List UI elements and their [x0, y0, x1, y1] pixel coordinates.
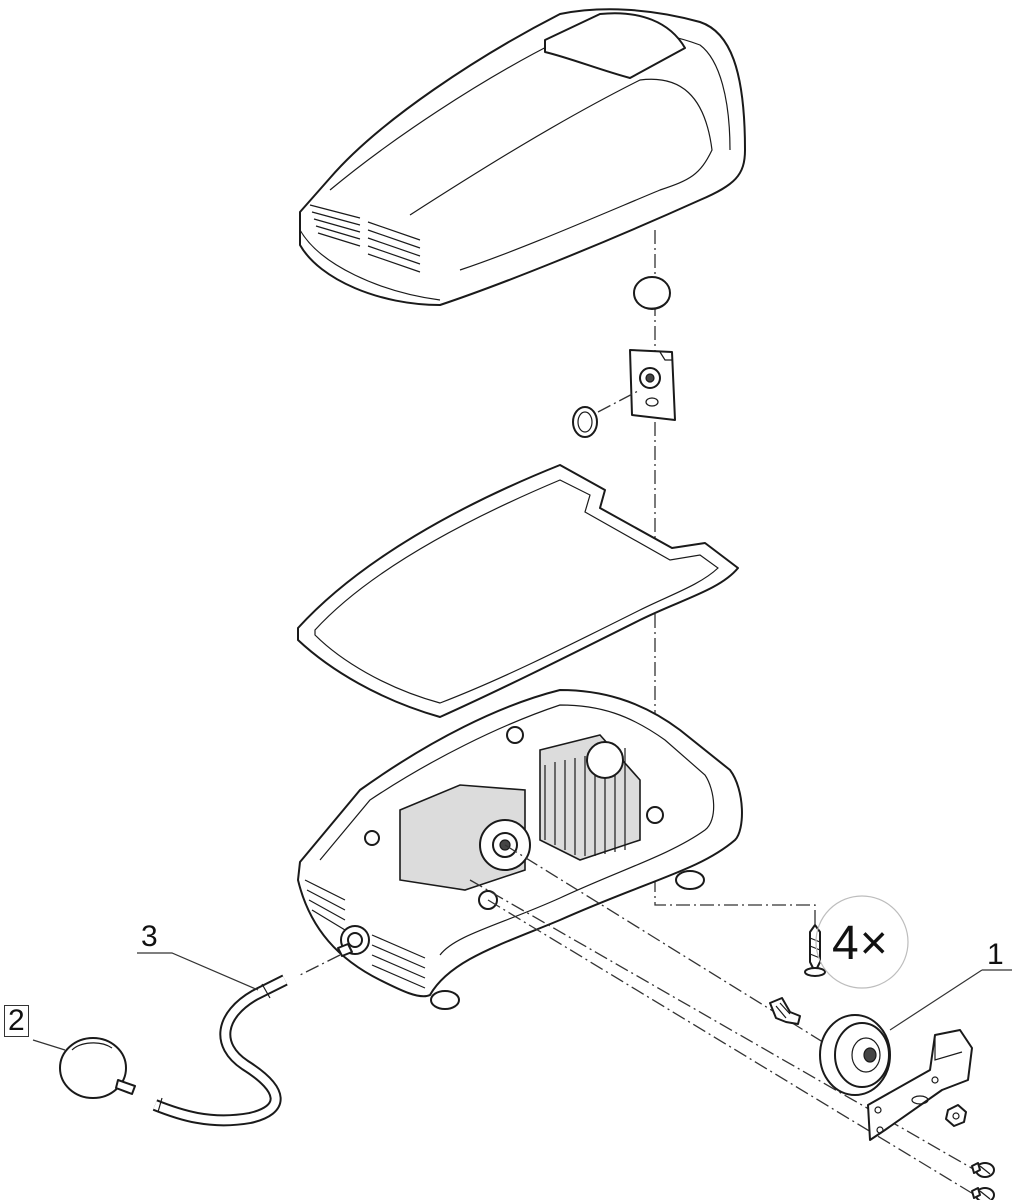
foot: [430, 990, 460, 1010]
filter-pad: [633, 276, 671, 310]
base-vents: [304, 879, 426, 989]
o-ring: [572, 406, 598, 438]
assembly-line-diagonal-3: [487, 899, 976, 1196]
assembly-line-o-ring: [597, 389, 641, 413]
pump-internals: [364, 726, 664, 910]
bracket-screw: [971, 1187, 995, 1200]
top-cover: [299, 8, 746, 306]
valve-plate: [629, 349, 676, 421]
callout-2: 2: [4, 1005, 29, 1037]
callout-1: 1: [987, 938, 1004, 971]
mounting-bracket: [867, 1029, 973, 1141]
quantity-badge-circle: [815, 895, 909, 989]
assembly-line-vertical: [654, 230, 816, 925]
gasket: [297, 464, 739, 718]
foot: [675, 870, 705, 890]
air-stone: [59, 1037, 136, 1099]
rubber-damper: [819, 1014, 891, 1096]
assembly-line-nozzle: [299, 954, 341, 976]
air-outlet-nozzle: [337, 925, 370, 957]
air-hose: [152, 974, 288, 1127]
base-housing: [297, 689, 743, 1010]
assembly-line-diagonal-1: [504, 844, 861, 1066]
leader-line-3: [137, 952, 259, 991]
housing-screw: [804, 924, 826, 977]
leader-line-1: [889, 969, 1012, 1031]
leader-line-2: [32, 1039, 66, 1051]
bracket-screw: [971, 1162, 995, 1178]
cover-vents: [309, 204, 421, 273]
callout-3: 3: [141, 920, 158, 953]
valve-connector: [769, 997, 801, 1025]
quantity-label: 4×: [832, 917, 889, 970]
